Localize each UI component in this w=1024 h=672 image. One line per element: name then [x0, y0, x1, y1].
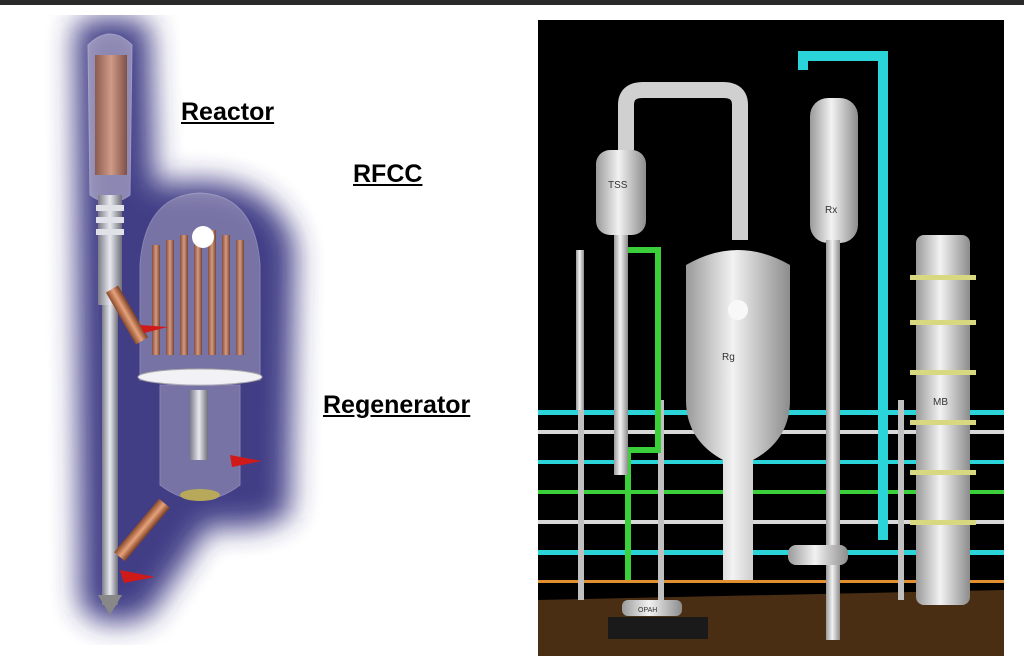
ground-slab	[608, 617, 708, 639]
horizontal-drum	[788, 545, 848, 565]
rfcc-label: RFCC	[353, 160, 423, 188]
cyan-overhead-line	[798, 51, 888, 540]
rfcc-cutaway-illustration	[75, 17, 295, 623]
rfcc-plant-3d-model: TSS Rg Rx MB OPAH	[538, 20, 1004, 656]
mb-column: MB	[910, 235, 976, 605]
slide-valve-regen	[230, 455, 262, 467]
rg-tag: Rg	[722, 352, 735, 363]
green-line	[625, 247, 661, 580]
opah-tag: OPAH	[638, 607, 657, 614]
slide-valve-upper	[140, 325, 168, 333]
reactor-label: Reactor	[181, 98, 275, 126]
rx-tag: Rx	[825, 205, 837, 216]
rg-vessel: Rg	[686, 250, 790, 580]
top-border	[0, 0, 1024, 5]
left-stack	[576, 250, 584, 410]
mb-tag: MB	[933, 397, 948, 408]
tss-vessel: TSS	[596, 150, 646, 475]
tss-tag: TSS	[608, 180, 628, 191]
rx-vessel: Rx	[810, 98, 858, 640]
reactor-vessel	[87, 33, 133, 615]
spent-catalyst-line	[105, 285, 149, 345]
overhead-loop	[618, 82, 748, 240]
regenerator-label: Regenerator	[323, 391, 471, 419]
regenerator-vessel	[137, 192, 263, 501]
slide-valve-lower	[120, 570, 155, 583]
opah-heater: OPAH	[622, 600, 682, 616]
regenerated-catalyst-line	[114, 498, 170, 562]
